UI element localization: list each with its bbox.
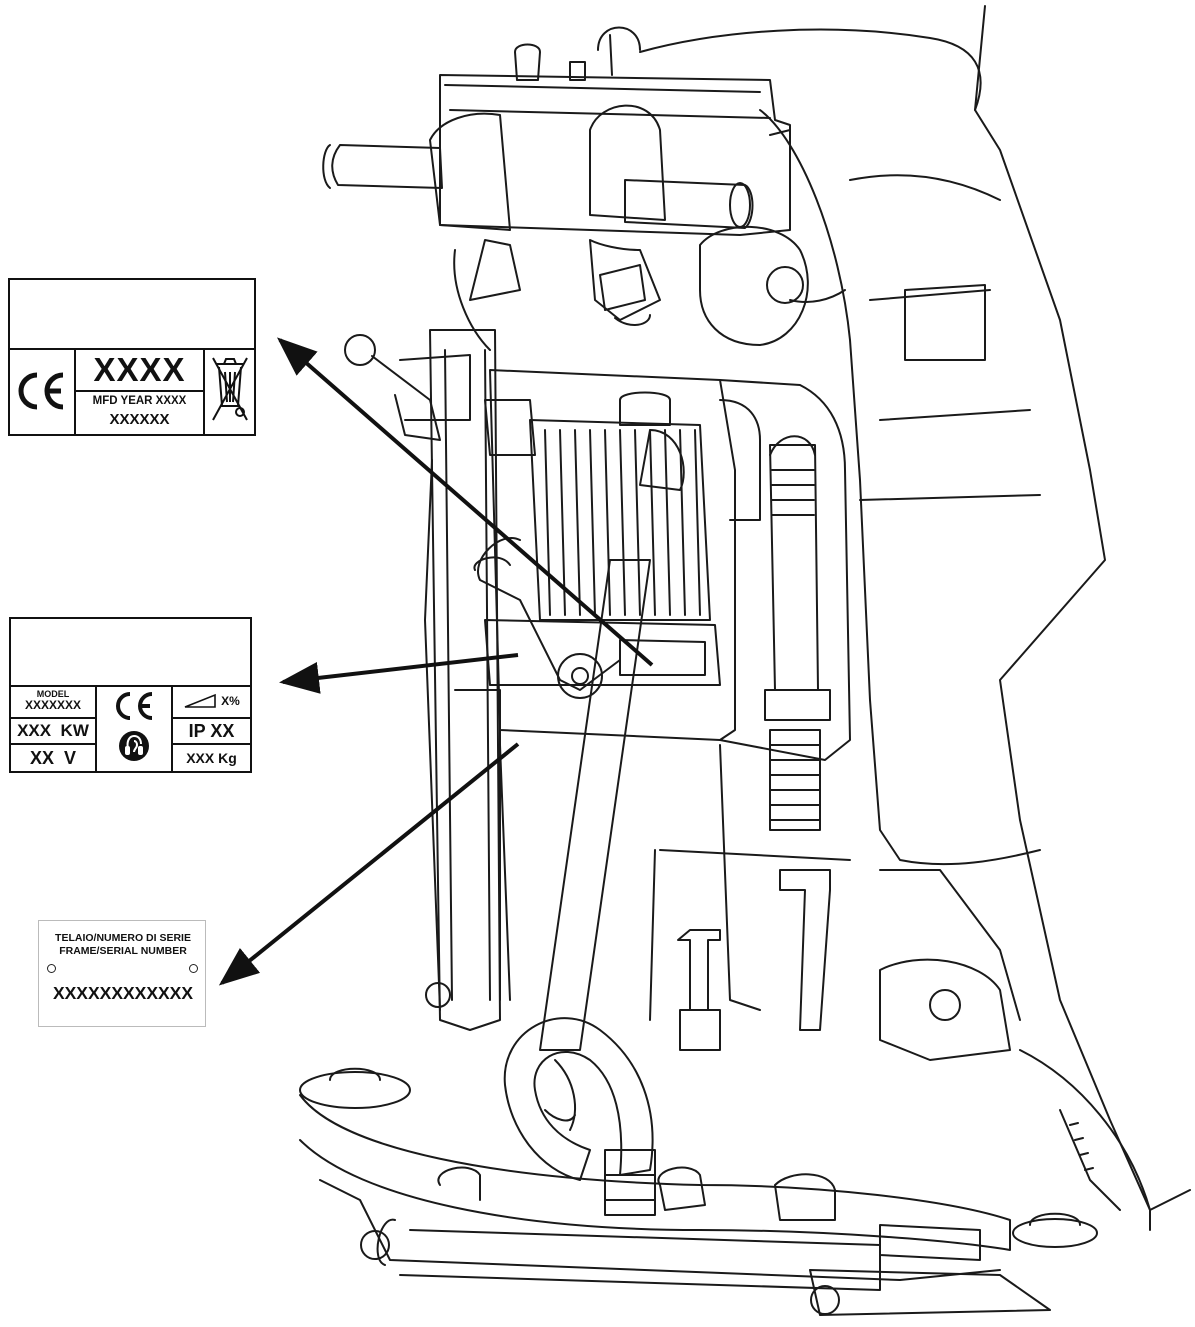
lower-body bbox=[649, 849, 1021, 1061]
plate-code: XXXX bbox=[93, 351, 186, 388]
brush-deck bbox=[1019, 1049, 1151, 1231]
serial-title-italian: TELAIO/NUMERO DI SERIE bbox=[55, 932, 191, 944]
plate-code-block: XXXX MFD YEAR XXXX XXXXXX bbox=[76, 348, 205, 434]
ce-year-plate: XXXX MFD YEAR XXXX XXXXXX bbox=[8, 278, 256, 436]
mounting-hole bbox=[47, 964, 56, 973]
slope-triangle-icon bbox=[184, 693, 216, 708]
left-column bbox=[424, 329, 501, 1031]
plate-blank-area bbox=[11, 619, 250, 687]
spring-tube bbox=[719, 399, 831, 831]
lift-lever bbox=[344, 334, 471, 441]
plate-divider bbox=[76, 390, 203, 392]
frame-serial-number: XXXXXXXXXXXX bbox=[52, 983, 194, 1003]
max-slope: X% bbox=[221, 694, 240, 708]
crossed-out-bin-icon bbox=[205, 348, 254, 434]
model-cell: MODEL XXXXXXX bbox=[11, 685, 97, 719]
ear-protection-icon bbox=[119, 731, 149, 761]
model-value: XXXXXXX bbox=[24, 698, 82, 712]
plate-blank-area bbox=[10, 280, 254, 350]
suction-hose bbox=[503, 1017, 656, 1216]
ip-rating: IP XX bbox=[173, 719, 250, 745]
manufacture-year: MFD YEAR XXXX bbox=[92, 395, 187, 407]
machine-body bbox=[639, 5, 1191, 1211]
controller-heatsink bbox=[484, 391, 711, 621]
pointer-arrow-serial-plate bbox=[218, 742, 520, 986]
pointer-arrow-model-plate bbox=[279, 653, 519, 694]
control-head bbox=[322, 26, 809, 351]
plate-serial: XXXXXX bbox=[109, 411, 170, 428]
ce-hearing-cell bbox=[97, 685, 173, 771]
ce-mark-icon bbox=[10, 348, 76, 434]
ce-mark-icon bbox=[116, 692, 153, 720]
serial-title-english: FRAME/SERIAL NUMBER bbox=[59, 945, 187, 957]
power-rating: XXX KW bbox=[11, 719, 97, 745]
slope-cell: X% bbox=[173, 685, 250, 719]
weight-rating: XXX Kg bbox=[186, 750, 237, 766]
voltage-rating: XX V bbox=[11, 745, 97, 771]
rear-frame bbox=[489, 369, 851, 1011]
mounting-hole bbox=[189, 964, 198, 973]
model-rating-plate: MODEL XXXXXXX XXX KW XX V X% IP XX XXX K bbox=[9, 617, 252, 773]
serial-number-plate: TELAIO/NUMERO DI SERIE FRAME/SERIAL NUMB… bbox=[38, 920, 206, 1027]
pointer-arrow-ce-plate bbox=[276, 337, 654, 667]
squeegee-assembly bbox=[299, 1067, 1098, 1316]
model-label: MODEL bbox=[36, 689, 70, 699]
